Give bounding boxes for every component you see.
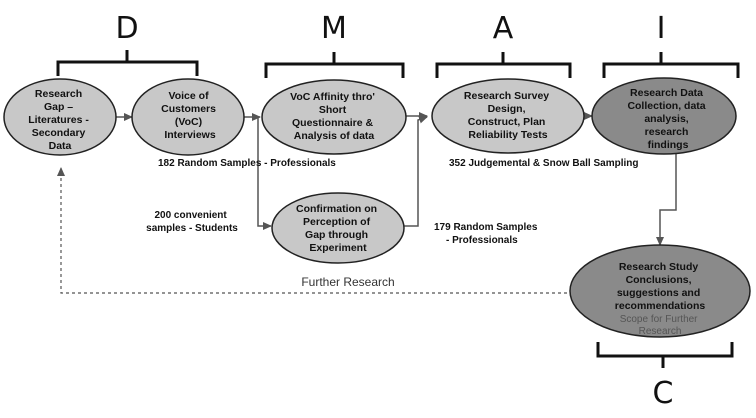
arrow-to-confirmation xyxy=(257,117,272,230)
node-survey-design-label: Research Survey Design, Construct, Plan … xyxy=(464,90,552,141)
node-conclusions-scope-label: Scope for Further Research xyxy=(620,314,701,337)
phase-letter-a: A xyxy=(493,11,514,46)
node-research-gap xyxy=(3,78,117,156)
phase-letter-c: C xyxy=(653,376,674,411)
node-confirmation xyxy=(271,192,405,264)
phase-letter-m: M xyxy=(321,11,347,46)
arrow-collection-to-conclusions xyxy=(656,150,677,246)
bracket-c xyxy=(596,342,734,368)
node-voc-interviews-label: Voice of Customers (VoC) Interviews xyxy=(161,90,219,141)
node-confirmation-label: Confirmation on Perception of Gap throug… xyxy=(296,203,380,254)
node-conclusions xyxy=(569,244,751,338)
annotation-further-research: Further Research xyxy=(301,275,394,289)
phase-letter-d: D xyxy=(115,11,138,46)
node-voc-interviews xyxy=(131,78,245,156)
node-conclusions-label: Research Study Conclusions, suggestions … xyxy=(615,261,706,312)
annotation-judgemental-352: 352 Judgemental & Snow Ball Sampling xyxy=(449,158,639,169)
node-research-gap-label: Research Gap – Literatures - Secondary D… xyxy=(28,88,92,152)
annotation-random-179: 179 Random Samples - Professionals xyxy=(434,222,540,246)
feedback-loop-line xyxy=(57,167,573,294)
node-data-collection xyxy=(591,77,737,155)
node-voc-affinity-label: VoC Affinity thro' Short Questionnaire &… xyxy=(290,91,378,142)
bracket-m xyxy=(264,52,405,78)
annotation-random-182: 182 Random Samples - Professionals xyxy=(158,158,336,169)
bracket-d xyxy=(56,50,199,76)
bracket-a xyxy=(435,52,572,78)
node-voc-affinity xyxy=(261,79,407,155)
phase-letter-i: I xyxy=(657,11,666,46)
annotation-convenient-200: 200 convenient samples - Students xyxy=(146,210,238,234)
node-survey-design xyxy=(431,78,585,154)
arrow-confirmation-to-survey xyxy=(400,115,428,227)
node-data-collection-label: Research Data Collection, data analysis,… xyxy=(627,87,708,151)
bracket-i xyxy=(602,52,740,78)
